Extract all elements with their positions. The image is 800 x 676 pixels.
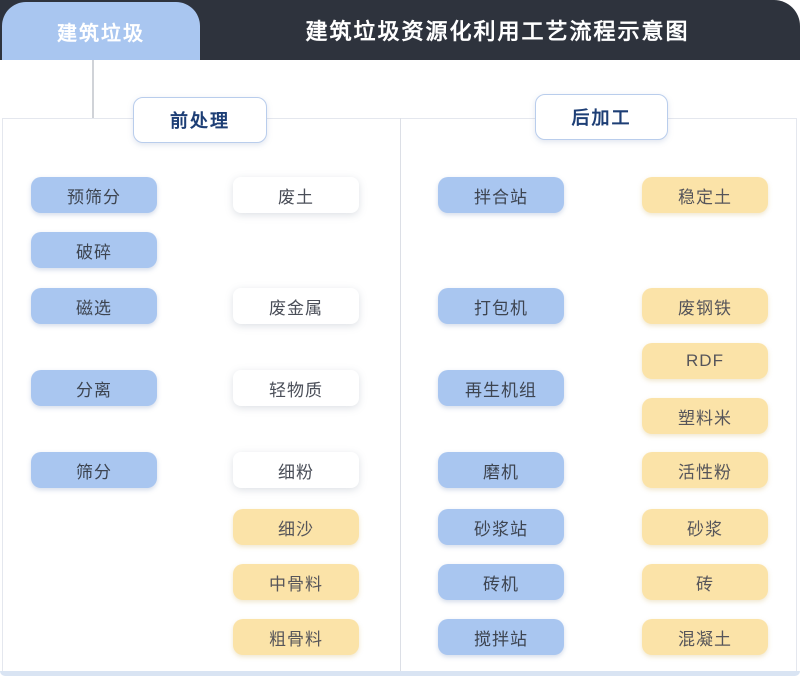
node-mortar: 砂浆	[642, 509, 768, 545]
section-label-postprocessing: 后加工	[535, 94, 668, 140]
node-waste-soil: 废土	[233, 177, 359, 213]
node-rdf: RDF	[642, 343, 768, 379]
node-medium-aggregate: 中骨料	[233, 564, 359, 600]
section-label-pretreatment: 前处理	[133, 97, 267, 143]
node-magnetic-separation: 磁选	[31, 288, 157, 324]
node-stabilized-soil: 稳定土	[642, 177, 768, 213]
node-crushing: 破碎	[31, 232, 157, 268]
node-brick: 砖	[642, 564, 768, 600]
node-separation: 分离	[31, 370, 157, 406]
node-fine-sand: 细沙	[233, 509, 359, 545]
node-coarse-aggregate: 粗骨料	[233, 619, 359, 655]
node-plastic-pellets: 塑料米	[642, 398, 768, 434]
node-scrap-steel: 废钢铁	[642, 288, 768, 324]
node-mixing-plant: 拌合站	[438, 177, 564, 213]
node-brick-machine: 砖机	[438, 564, 564, 600]
node-mortar-station: 砂浆站	[438, 509, 564, 545]
node-screening: 筛分	[31, 452, 157, 488]
node-baler: 打包机	[438, 288, 564, 324]
node-pre-screening: 预筛分	[31, 177, 157, 213]
node-mill: 磨机	[438, 452, 564, 488]
node-scrap-metal: 废金属	[233, 288, 359, 324]
node-fine-powder: 细粉	[233, 452, 359, 488]
section-divider	[400, 118, 401, 672]
node-concrete-mixing-station: 搅拌站	[438, 619, 564, 655]
node-active-powder: 活性粉	[642, 452, 768, 488]
page-title: 建筑垃圾资源化利用工艺流程示意图	[305, 19, 690, 44]
node-concrete: 混凝土	[642, 619, 768, 655]
source-tab-construction-waste[interactable]: 建筑垃圾	[2, 2, 200, 60]
bottom-accent-bar	[0, 671, 800, 676]
node-regeneration-unit: 再生机组	[438, 370, 564, 406]
node-light-material: 轻物质	[233, 370, 359, 406]
